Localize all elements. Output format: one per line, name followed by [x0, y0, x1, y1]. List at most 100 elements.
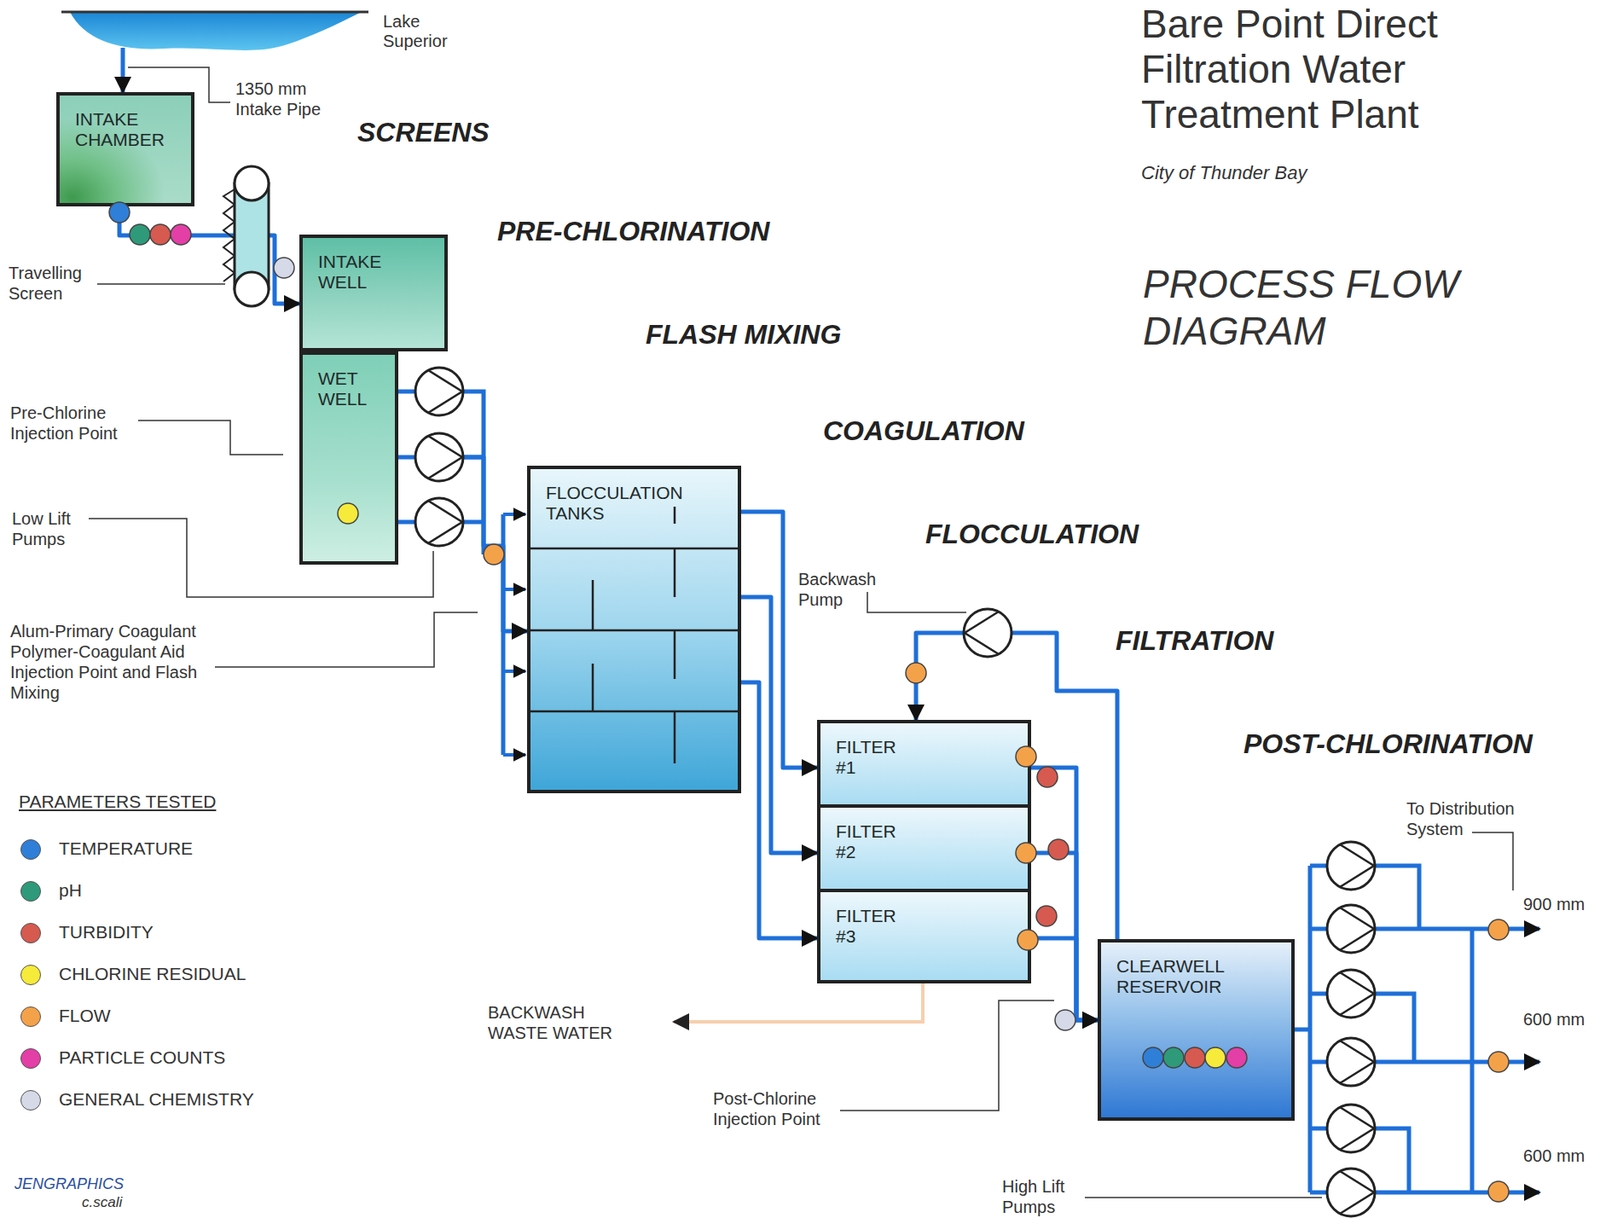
sensor-dot: [1488, 1181, 1509, 1202]
pipe: [1373, 927, 1420, 932]
sensor-dot: [1036, 905, 1057, 927]
sensor-dot: [1015, 746, 1037, 767]
pipe-size: 600 mm: [1523, 1008, 1585, 1030]
filter-cell: FILTER #3: [817, 888, 1032, 984]
node-label: FILTER #3: [835, 905, 905, 947]
baffle: [673, 711, 677, 764]
pipe: [1373, 993, 1415, 1062]
lake-water: [69, 11, 362, 51]
wet-well: WET WELL: [299, 351, 399, 565]
node-label: WET WELL: [318, 368, 383, 410]
pipe: [1373, 1190, 1409, 1195]
lake-shape: [61, 0, 369, 60]
legend-text: FLOW: [58, 1005, 111, 1027]
sensor-dot: [1048, 839, 1069, 860]
clearwell-reservoir: CLEARWELL RESERVOIR: [1097, 939, 1295, 1121]
sensor-dot: [273, 257, 295, 279]
waste-line: [673, 983, 923, 1022]
node-label: FILTER #2: [835, 821, 905, 863]
pipe-connector: [1031, 767, 1098, 1021]
pipe-connector: [741, 597, 818, 853]
diagram-heading: PROCESS FLOW DIAGRAM: [1142, 260, 1467, 355]
filter-cell: FILTER #1: [817, 719, 1032, 808]
pipe-connector: [119, 206, 300, 304]
stage-label: FLOCCULATION: [925, 517, 1139, 551]
outlet-pipe: [1408, 928, 1540, 1193]
pump-symbol: [415, 498, 464, 546]
pump-symbol: [1327, 841, 1375, 890]
callout-label: Travelling Screen: [8, 262, 94, 304]
pipe: [460, 391, 484, 555]
pipe: [1373, 1060, 1415, 1065]
leader-line: [1084, 1196, 1322, 1199]
legend-text: CHLORINE RESIDUAL: [58, 963, 246, 985]
legend-swatch: [20, 922, 41, 944]
pipe: [503, 753, 526, 757]
callout-label: Backwash Pump: [798, 568, 884, 610]
legend-swatch: [20, 964, 41, 986]
leader-line: [1472, 832, 1514, 891]
node-label: CLEARWELL RESERVOIR: [1116, 956, 1258, 998]
pipe: [503, 669, 526, 673]
pipe-connector: [1031, 852, 1098, 1021]
callout-label: Post-Chlorine Injection Point: [713, 1088, 837, 1130]
sensor-dot: [1142, 1047, 1164, 1068]
baffle: [528, 710, 740, 714]
leader-line: [840, 1000, 1055, 1111]
intake-well: INTAKE WELL: [299, 234, 448, 352]
leader-line: [867, 591, 967, 613]
callout-label: To Distribution System: [1406, 798, 1543, 840]
legend-text: TURBIDITY: [58, 921, 154, 943]
node-label: Lake Superior: [382, 11, 460, 52]
legend-swatch: [20, 1006, 41, 1027]
sensor-dot: [1226, 1047, 1247, 1068]
node-label: FILTER #1: [835, 736, 905, 778]
baffle: [591, 579, 595, 631]
pipe-connector: [121, 47, 126, 93]
intake-chamber: INTAKE CHAMBER: [56, 92, 195, 207]
baffle: [673, 506, 677, 524]
pipe-connector: [741, 682, 818, 939]
pipe-connector: [398, 457, 528, 632]
travelling-screen: [223, 166, 269, 307]
leader-line: [88, 67, 1514, 1198]
pump-symbol: [415, 433, 464, 482]
stage-label: POST-CHLORINATION: [1243, 727, 1533, 760]
inlet-pipe: [503, 514, 526, 755]
pump-symbol: [1327, 1104, 1375, 1153]
sensor-dot: [1488, 1051, 1509, 1073]
screen-roller: [234, 272, 269, 307]
sensor-dot: [150, 224, 171, 245]
pipe: [1308, 865, 1313, 1193]
screen-teeth: [223, 189, 235, 282]
sensor-dot: [1037, 766, 1058, 788]
lake: Lake Superior: [61, 0, 369, 60]
sensor-dot: [1488, 919, 1509, 940]
credit: JENGRAPHICS: [14, 1175, 124, 1195]
callout-label: BACKWASH WASTE WATER: [487, 1002, 616, 1044]
stage-label: PRE-CHLORINATION: [497, 214, 770, 248]
tank-baffles: [528, 506, 740, 764]
callout-label: High Lift Pumps: [1002, 1176, 1079, 1218]
screen-roller: [234, 166, 269, 201]
diagram-title: Bare Point Direct Filtration Water Treat…: [1141, 1, 1568, 138]
callout-label: Alum-Primary Coagulant Polymer-Coagulant…: [10, 620, 211, 703]
pipe: [1419, 927, 1540, 932]
sensor-dot: [109, 202, 130, 223]
sensor-dot: [905, 662, 927, 684]
leader-line: [97, 283, 226, 285]
leader-line: [127, 67, 231, 103]
sensor-dot: [1184, 1047, 1206, 1068]
baffle: [528, 629, 740, 632]
sensor-dot: [1055, 1009, 1076, 1031]
pipe: [1373, 865, 1420, 929]
node-label: INTAKE CHAMBER: [75, 109, 182, 151]
pipe: [1408, 1190, 1540, 1195]
callout-label: Low Lift Pumps: [11, 508, 89, 550]
node-label: INTAKE WELL: [318, 251, 412, 293]
sensor-dot: [1017, 929, 1038, 951]
sensor-dot: [1015, 842, 1037, 864]
pipe: [1294, 865, 1473, 1193]
legend-swatch: [20, 1048, 41, 1069]
shore-line: [61, 11, 369, 14]
